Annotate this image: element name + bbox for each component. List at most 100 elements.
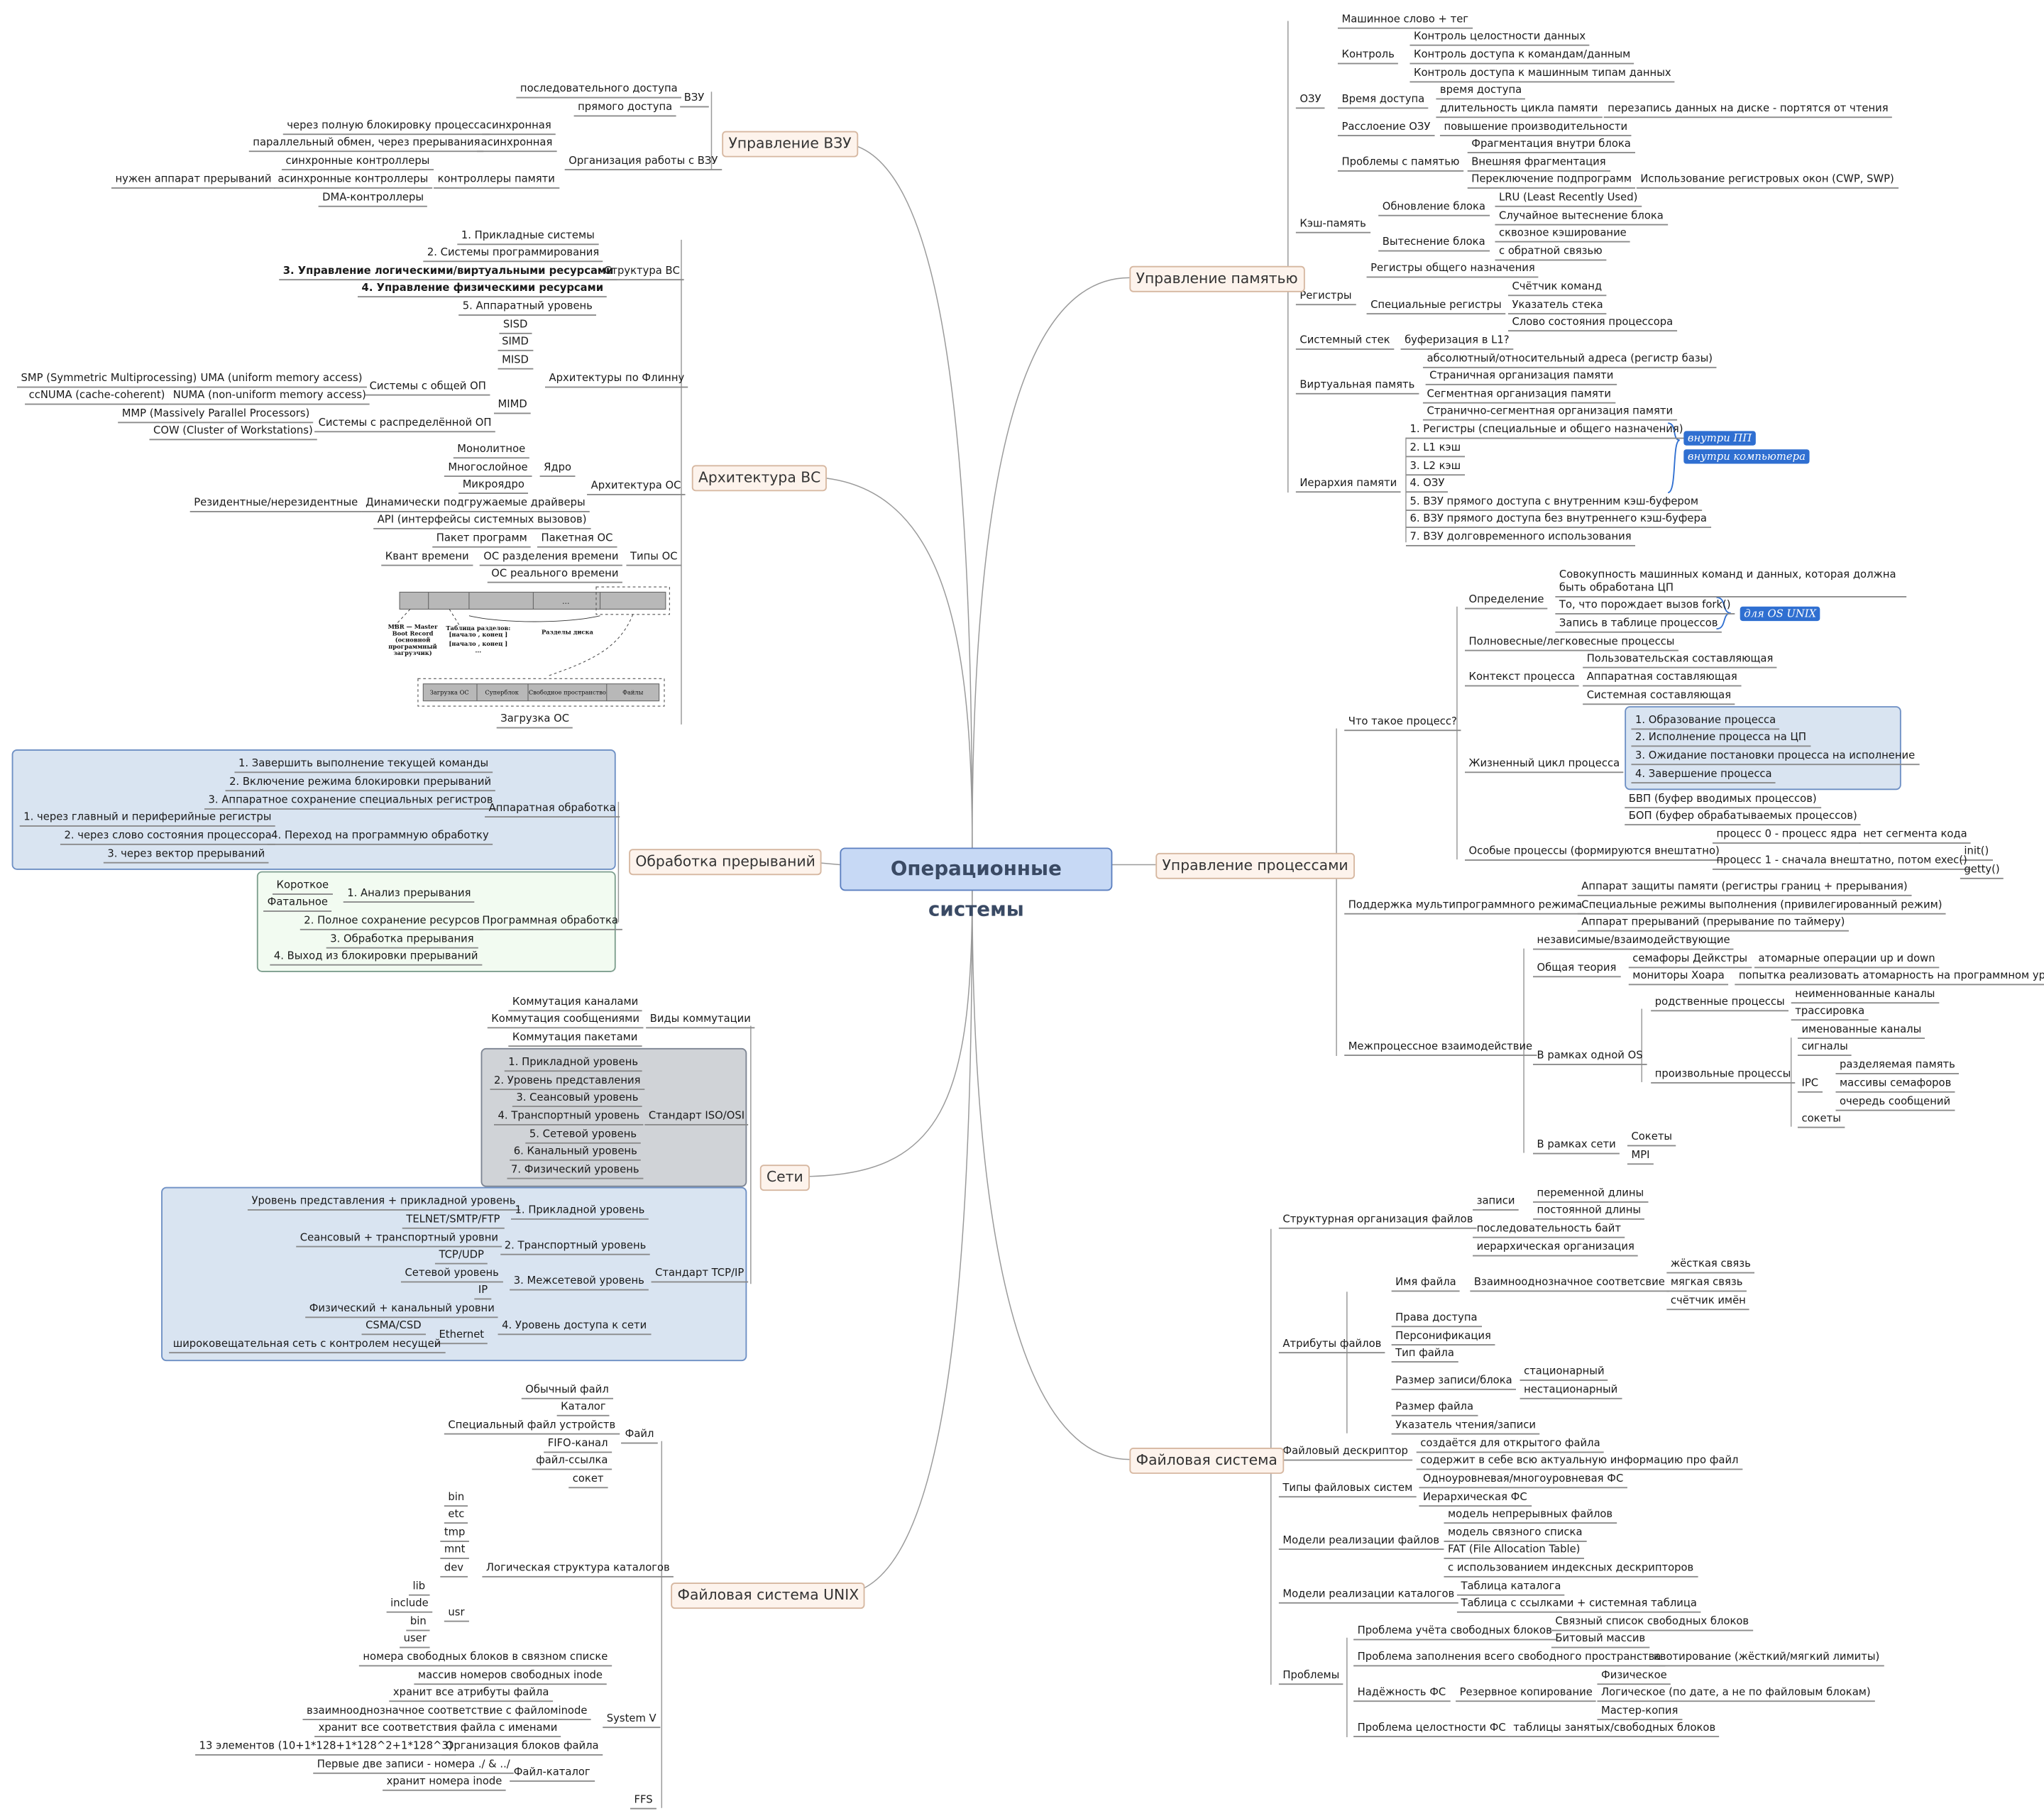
topic-node[interactable]: время доступа: [1436, 84, 1526, 100]
topic-node[interactable]: Битовый массив: [1551, 1632, 1649, 1648]
topic-node[interactable]: 4. Управление физическими ресурсами: [358, 282, 608, 298]
topic-node[interactable]: Физическое: [1597, 1669, 1671, 1685]
topic-node[interactable]: Организация работы с ВЗУ: [564, 155, 722, 171]
topic-node[interactable]: Системы с распределённой ОП: [314, 417, 496, 433]
topic-node[interactable]: очередь сообщений: [1835, 1095, 1955, 1111]
topic-node[interactable]: lib: [409, 1580, 429, 1596]
topic-node[interactable]: Надёжность ФС: [1353, 1686, 1450, 1702]
topic-node[interactable]: контроллеры памяти: [434, 173, 559, 189]
topic-node[interactable]: Проблема учёта свободных блоков: [1353, 1624, 1556, 1641]
topic-node[interactable]: getty(): [1960, 864, 2004, 879]
topic-node[interactable]: Динамически подгружаемые драйверы: [361, 497, 590, 512]
topic-node[interactable]: стационарный: [1520, 1365, 1609, 1381]
branch-networks[interactable]: Сети: [759, 1165, 810, 1191]
topic-node[interactable]: Контроль: [1337, 48, 1399, 65]
topic-node[interactable]: модель непрерывных файлов: [1444, 1508, 1617, 1524]
topic-node[interactable]: Модели реализации каталогов: [1278, 1588, 1458, 1604]
topic-node[interactable]: CSMA/CSD: [361, 1319, 426, 1336]
topic-node[interactable]: Сегментная организация памяти: [1422, 387, 1615, 404]
topic-node[interactable]: etc: [444, 1508, 468, 1524]
topic-node[interactable]: 1. Прикладные системы: [457, 229, 599, 246]
topic-node[interactable]: dev: [440, 1562, 468, 1578]
topic-node[interactable]: 2. Включение режима блокировки прерывани…: [225, 776, 495, 792]
topic-node[interactable]: В рамках сети: [1533, 1138, 1620, 1155]
topic-node[interactable]: Время доступа: [1337, 93, 1429, 109]
topic-node[interactable]: ОС реального времени: [487, 567, 622, 583]
topic-node[interactable]: процесс 1 - сначала внештатно, потом exe…: [1712, 854, 1972, 870]
topic-node[interactable]: FAT (File Allocation Table): [1444, 1543, 1585, 1559]
topic-node[interactable]: асинхронная: [477, 136, 556, 153]
topic-node[interactable]: Пакетная ОС: [537, 532, 617, 548]
topic-node[interactable]: 2. Транспортный уровень: [500, 1239, 650, 1255]
topic-node[interactable]: MISD: [498, 353, 533, 370]
topic-node[interactable]: UMA (uniform memory access): [196, 372, 367, 388]
topic-node[interactable]: ОЗУ: [1295, 93, 1326, 109]
topic-node[interactable]: В рамках одной OS: [1533, 1050, 1647, 1065]
topic-node[interactable]: Виды коммутации: [646, 1013, 755, 1029]
topic-node[interactable]: атомарные операции up и down: [1754, 952, 1940, 969]
topic-node[interactable]: Фрагментация внутри блока: [1467, 138, 1635, 154]
topic-node[interactable]: Персонификация: [1391, 1330, 1495, 1346]
topic-node[interactable]: Контекст процесса: [1465, 671, 1579, 687]
topic-node[interactable]: 3. Межсетевой уровень: [510, 1275, 649, 1291]
topic-node[interactable]: хранит все соответствия файла с именами: [314, 1722, 561, 1738]
topic-node[interactable]: Архитектура ОС: [587, 480, 685, 495]
topic-node[interactable]: Модели реализации файлов: [1278, 1534, 1444, 1551]
topic-node[interactable]: БВП (буфер вводимых процессов): [1625, 793, 1821, 809]
topic-node[interactable]: Многослойное: [444, 461, 532, 478]
topic-node[interactable]: inode: [554, 1705, 591, 1721]
topic-node[interactable]: 1. через главный и периферийные регистры: [19, 811, 275, 827]
topic-node[interactable]: номера свободных блоков в связном списке: [358, 1651, 612, 1667]
topic-node[interactable]: Счётчик команд: [1507, 280, 1606, 297]
topic-node[interactable]: bin: [444, 1491, 468, 1507]
topic-node[interactable]: сигналы: [1797, 1040, 1852, 1057]
topic-node[interactable]: Файл-каталог: [510, 1766, 595, 1782]
topic-node[interactable]: последовательного доступа: [516, 82, 682, 99]
topic-node[interactable]: Машинное слово + тег: [1337, 13, 1473, 29]
topic-node[interactable]: Проблема целостности ФС: [1353, 1722, 1510, 1738]
topic-node[interactable]: нестационарный: [1520, 1384, 1622, 1399]
topic-node[interactable]: 3. L2 кэш: [1405, 460, 1465, 476]
topic-node[interactable]: user: [400, 1632, 431, 1648]
topic-node[interactable]: прямого доступа: [573, 101, 676, 117]
topic-node[interactable]: 1. Завершить выполнение текущей команды: [234, 757, 493, 774]
topic-node[interactable]: синхронная: [482, 119, 556, 136]
topic-node[interactable]: 3. через вектор прерываний: [103, 847, 269, 864]
topic-node[interactable]: Проблема заполнения всего свободного про…: [1353, 1651, 1665, 1667]
topic-node[interactable]: Слово состояния процессора: [1507, 316, 1677, 332]
topic-node[interactable]: 2. через слово состояния процессора: [60, 830, 276, 845]
topic-node[interactable]: Регистры: [1295, 290, 1356, 306]
topic-node[interactable]: асинхронные контроллеры: [273, 173, 432, 189]
topic-node[interactable]: Структура ВС: [600, 265, 684, 281]
topic-node[interactable]: Взаимнооднозначное соответсвие: [1470, 1276, 1669, 1292]
branch-architecture[interactable]: Архитектура ВС: [691, 465, 828, 492]
topic-node[interactable]: хранит номера inode: [383, 1776, 506, 1791]
topic-node[interactable]: файл-ссылка: [532, 1454, 612, 1470]
topic-node[interactable]: нет сегмента кода: [1859, 828, 1972, 844]
topic-node[interactable]: Иерархическая ФС: [1419, 1491, 1532, 1507]
topic-node[interactable]: 5. Аппаратный уровень: [458, 300, 597, 316]
topic-node[interactable]: через полную блокировку процесса: [282, 119, 490, 136]
topic-node[interactable]: хранит все атрибуты файла: [389, 1686, 553, 1702]
branch-interrupts[interactable]: Обработка прерываний: [629, 849, 823, 876]
topic-node[interactable]: неименнованные каналы: [1791, 988, 1939, 1004]
topic-node[interactable]: 6. Канальный уровень: [510, 1145, 642, 1161]
topic-node[interactable]: Виртуальная память: [1295, 379, 1419, 395]
branch-processes[interactable]: Управление процессами: [1155, 852, 1355, 879]
topic-node[interactable]: 4. Завершение процесса: [1631, 768, 1776, 784]
topic-node[interactable]: bin: [406, 1615, 431, 1631]
topic-node[interactable]: Уровень представления + прикладной урове…: [247, 1195, 520, 1211]
topic-node[interactable]: System V: [603, 1712, 661, 1729]
topic-node[interactable]: DMA-контроллеры: [318, 192, 428, 207]
topic-node[interactable]: Особые процессы (формируются внештатно): [1465, 845, 1724, 861]
topic-node[interactable]: SISD: [499, 319, 532, 334]
topic-node[interactable]: 2. Системы программирования: [423, 246, 603, 263]
topic-node[interactable]: жёсткая связь: [1666, 1257, 1755, 1274]
topic-node[interactable]: init(): [1960, 845, 1993, 861]
topic-node[interactable]: Коммутация сообщениями: [487, 1013, 644, 1029]
topic-node[interactable]: 4. Транспортный уровень: [494, 1110, 644, 1125]
topic-node[interactable]: SMP (Symmetric Multiprocessing): [17, 372, 201, 388]
topic-node[interactable]: параллельный обмен, через прерывания: [248, 136, 485, 153]
topic-node[interactable]: Стандарт TCP/IP: [651, 1267, 748, 1283]
topic-node[interactable]: Пользовательская составляющая: [1583, 652, 1777, 668]
